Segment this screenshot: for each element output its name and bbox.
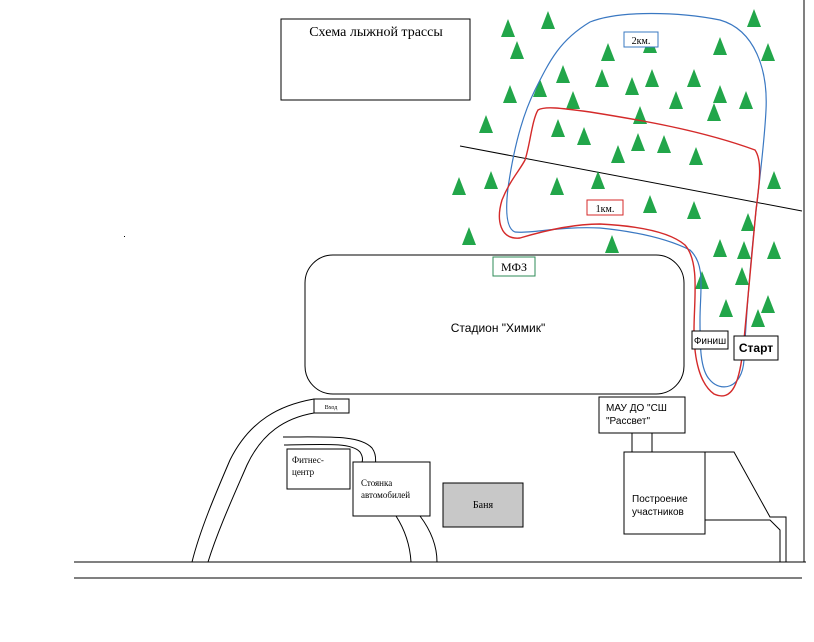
spruce-tree-icon (687, 69, 701, 87)
spruce-tree-icon (713, 37, 727, 55)
forest-crossing-line (459, 145, 803, 212)
spruce-tree-icon (503, 85, 517, 103)
spruce-tree-icon (761, 43, 775, 61)
route-1km-label: 1км. (596, 204, 615, 215)
spruce-tree-icon (541, 11, 555, 29)
fitness-center (286, 448, 351, 490)
parking-lot (352, 461, 431, 517)
bath-house (442, 482, 524, 528)
start-label: Старт (739, 341, 773, 355)
start-box (733, 335, 779, 361)
access-road-outer (191, 398, 315, 563)
parking-label-line1: Стоянка (361, 478, 392, 488)
spruce-tree-icon (566, 91, 580, 109)
spruce-tree-icon (645, 69, 659, 87)
spruce-tree-icon (687, 201, 701, 219)
route-1km-label-box (586, 199, 624, 216)
route-2km-label: 2км. (632, 36, 651, 47)
spruce-tree-icon (767, 241, 781, 259)
lineup-area (623, 451, 706, 535)
parking-label-line2: автомобилей (361, 490, 410, 500)
spruce-tree-icon (601, 43, 615, 61)
route-2km-label-box (623, 31, 659, 48)
school-label-line1: МАУ ДО "СШ (606, 403, 667, 414)
spruce-tree-icon (739, 91, 753, 109)
spruce-tree-icon (591, 171, 605, 189)
spruce-tree-icon (452, 177, 466, 195)
spruce-tree-icon (695, 271, 709, 289)
map-title: Схема лыжной трассы (309, 25, 443, 40)
forest (452, 9, 781, 327)
spruce-tree-icon (741, 213, 755, 231)
spruce-tree-icon (707, 103, 721, 121)
spruce-tree-icon (761, 295, 775, 313)
route-1km (498, 107, 761, 397)
spruce-tree-icon (631, 133, 645, 151)
spruce-tree-icon (611, 145, 625, 163)
school-building (598, 396, 686, 434)
entrance-sign (313, 398, 350, 414)
spruce-tree-icon (689, 147, 703, 165)
spruce-tree-icon (550, 177, 564, 195)
spruce-tree-icon (510, 41, 524, 59)
spruce-tree-icon (577, 127, 591, 145)
spruce-tree-icon (713, 85, 727, 103)
title-box (280, 18, 471, 101)
school-label-line2: "Рассвет" (606, 416, 650, 427)
spruce-tree-icon (713, 239, 727, 257)
stadium-label: Стадион "Химик" (451, 321, 545, 335)
spruce-tree-icon (605, 235, 619, 253)
fitness-label-line1: Фитнес- (292, 455, 324, 465)
fitness-label-line2: центр (292, 467, 315, 477)
spruce-tree-icon (556, 65, 570, 83)
spruce-tree-icon (737, 241, 751, 259)
spruce-tree-icon (551, 119, 565, 137)
mfz-label: МФЗ (501, 260, 527, 274)
lineup-access-road-2 (705, 519, 781, 562)
spruce-tree-icon (625, 77, 639, 95)
access-road-inner (207, 412, 315, 563)
spruce-tree-icon (462, 227, 476, 245)
spruce-tree-icon (501, 19, 515, 37)
finish-box (691, 330, 729, 350)
spruce-tree-icon (484, 171, 498, 189)
parking-road-inner (283, 443, 363, 463)
spruce-tree-icon (751, 309, 765, 327)
spruce-tree-icon (533, 79, 547, 97)
lineup-label-line2: участников (632, 507, 684, 518)
mfz-label-box (492, 256, 536, 277)
spruce-tree-icon (669, 91, 683, 109)
parking-exit-road-2 (419, 515, 438, 563)
lineup-label-line1: Построение (632, 494, 688, 505)
parking-exit-road-1 (395, 515, 412, 563)
stray-dot (124, 236, 125, 237)
spruce-tree-icon (595, 69, 609, 87)
bath-label: Баня (473, 500, 494, 511)
stadium (304, 254, 685, 395)
lineup-access-road (705, 451, 787, 562)
spruce-tree-icon (479, 115, 493, 133)
spruce-tree-icon (735, 267, 749, 285)
spruce-tree-icon (643, 195, 657, 213)
spruce-tree-icon (747, 9, 761, 27)
entrance-label: Вход (325, 405, 338, 411)
spruce-tree-icon (719, 299, 733, 317)
spruce-tree-icon (657, 135, 671, 153)
spruce-tree-icon (767, 171, 781, 189)
finish-label: Финиш (694, 336, 726, 347)
